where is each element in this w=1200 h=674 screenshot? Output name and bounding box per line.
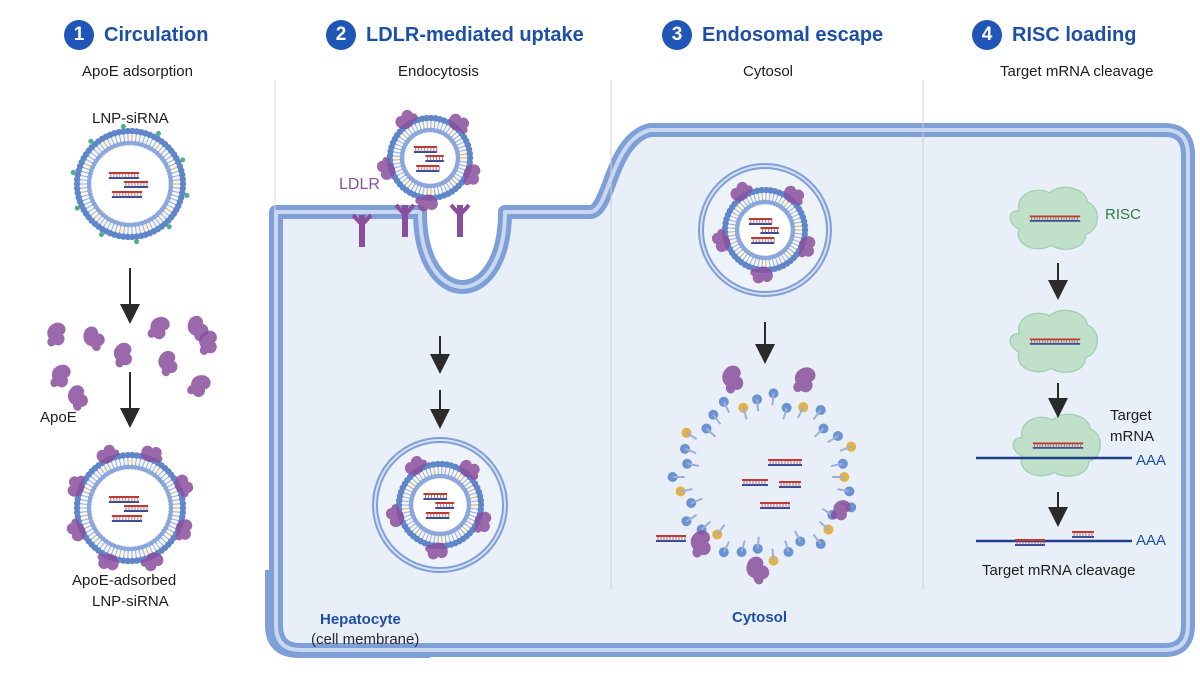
ldlr-label: LDLR [339,176,380,194]
apoe-blob [183,371,215,402]
step-header-2: 2 LDLR-mediated uptake [326,18,584,52]
lipid-head [180,500,186,506]
apoe-blob [43,320,70,350]
step-number-badge: 3 [662,20,692,50]
poly-a-tail-label-1: AAA [1136,452,1166,469]
lnp-core [92,146,168,222]
target-mrna-label-line1: Target [1110,407,1152,424]
lnp-sirna-particle [701,166,829,294]
apoe-blob [111,341,134,369]
risc-complex [1010,187,1097,249]
cell-membrane-label: (cell membrane) [311,631,419,648]
lipid-head [168,178,173,183]
lipid-tail-fragment [758,537,759,549]
step-subtitle-4: Target mRNA cleavage [1000,63,1153,80]
panel-circulation [43,124,221,574]
lipid-head [180,176,186,182]
poly-a-tail-label-2: AAA [1136,532,1166,549]
target-mrna-cleavage-label: Target mRNA cleavage [982,562,1135,579]
risc-blob [1010,187,1097,249]
lipid-head [790,225,795,230]
apoe-blob [79,323,108,354]
lipid-tail-fragment [772,393,773,405]
lnp-sirna-particle [64,442,196,574]
lipid-tail-fragment [757,399,758,411]
step-header-4: 4 RISC loading [972,18,1136,52]
lnp-sirna-particle [71,124,190,244]
step-number-badge: 1 [64,20,94,50]
lnp-sirna-particle [375,440,505,570]
peg-lipid-dot [184,193,189,198]
apoe-adsorbed-label-line2: LNP-siRNA [92,593,169,610]
lnp-sirna-label: LNP-siRNA [92,110,169,127]
apoe-blob [143,313,174,345]
risc-complex [1010,310,1097,372]
risc-blob [1010,310,1097,372]
sirna-duplex [768,460,802,465]
step-subtitle-2: Endocytosis [398,63,479,80]
apoe-blob [158,351,177,376]
risc-blob [1013,414,1100,476]
step-title: Endosomal escape [702,24,883,47]
apoe-protein [43,320,70,350]
cytosol-label: Cytosol [732,609,787,626]
step-subtitle-1: ApoE adsorption [82,63,193,80]
target-mrna-label-line2: mRNA [1110,428,1154,445]
apoe-protein [158,351,177,376]
risc-label: RISC [1105,206,1141,223]
hepatocyte-label: Hepatocyte [320,611,401,628]
peg-lipid-dot [156,131,161,136]
peg-lipid-dot [134,239,139,244]
lnp-core [92,470,168,546]
peg-lipid-dot [167,224,172,229]
apoe-protein [183,371,215,402]
step-title: Circulation [104,24,208,47]
apoe-protein [143,313,174,345]
lipid-head [478,497,484,503]
apoe-adsorbed-label-line1: ApoE-adsorbed [72,572,176,589]
apoe-protein [79,323,108,354]
step-header-3: 3 Endosomal escape [662,18,883,52]
step-number-badge: 2 [326,20,356,50]
peg-lipid-dot [180,157,185,162]
step-subtitle-3: Cytosol [743,63,793,80]
apoe-blob [46,361,75,392]
step-title: LDLR-mediated uptake [366,24,584,47]
step-number-badge: 4 [972,20,1002,50]
ldlr-receptor [451,205,469,237]
peg-lipid-dot [75,206,80,211]
step-title: RISC loading [1012,24,1136,47]
lipid-head [466,499,471,504]
apoe-blob [66,384,89,412]
lipid-head [802,222,808,228]
lipid-head [455,153,460,158]
step-header-1: 1 Circulation [64,18,208,52]
lipid-tail-fragment [772,549,773,561]
apoe-protein [111,341,134,369]
lipid-head [467,150,473,156]
apoe-protein [46,361,75,392]
lnp-sirna-particle [375,106,484,212]
apoe-protein [66,384,89,412]
peg-lipid-dot [71,170,76,175]
risc-complex [1013,414,1100,476]
peg-lipid-dot [88,139,93,144]
lipid-head [168,502,173,507]
apoe-label: ApoE [40,409,77,426]
peg-lipid-dot [99,232,104,237]
